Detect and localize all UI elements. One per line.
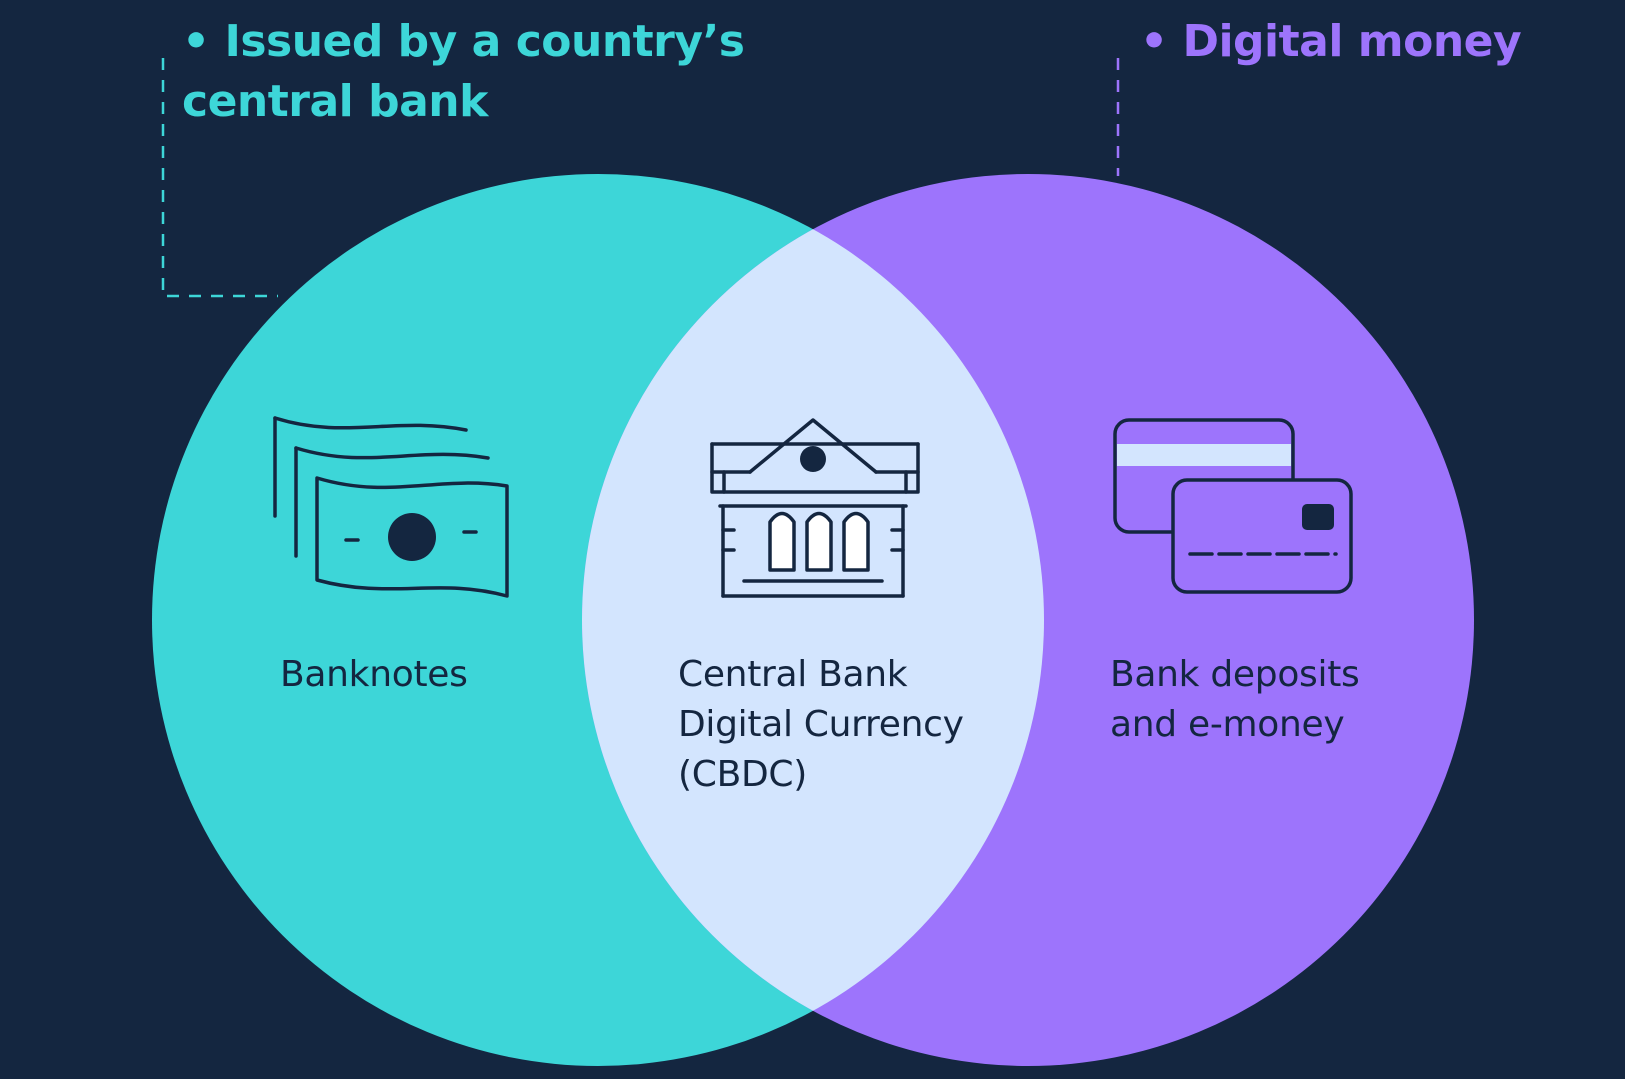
heading-left-line-2: central bank xyxy=(182,76,488,127)
label-center-line-1: Central Bank xyxy=(678,654,908,695)
label-bank-deposits: Bank deposits and e-money xyxy=(1110,650,1410,750)
label-center-line-2: Digital Currency xyxy=(678,704,964,745)
label-left-line-1: Banknotes xyxy=(280,654,468,695)
banknotes-icon xyxy=(273,416,509,598)
label-center-line-3: (CBDC) xyxy=(678,754,807,795)
bullet-left: • xyxy=(182,16,210,67)
label-right-line-1: Bank deposits xyxy=(1110,654,1360,695)
label-cbdc: Central Bank Digital Currency (CBDC) xyxy=(678,650,1018,800)
heading-issued-by-central-bank: • Issued by a country’s central bank xyxy=(182,12,745,132)
leader-line-left xyxy=(161,58,278,298)
bullet-right: • xyxy=(1140,16,1168,67)
overlap-region xyxy=(582,174,1044,1066)
heading-right-line-1: Digital money xyxy=(1182,16,1522,67)
bank-cards-icon xyxy=(1113,418,1353,594)
heading-digital-money: • Digital money xyxy=(1140,12,1580,72)
heading-left-line-1: Issued by a country’s xyxy=(224,16,745,67)
label-right-line-2: and e-money xyxy=(1110,704,1345,745)
central-bank-building-icon xyxy=(710,418,920,598)
label-banknotes: Banknotes xyxy=(280,650,540,700)
